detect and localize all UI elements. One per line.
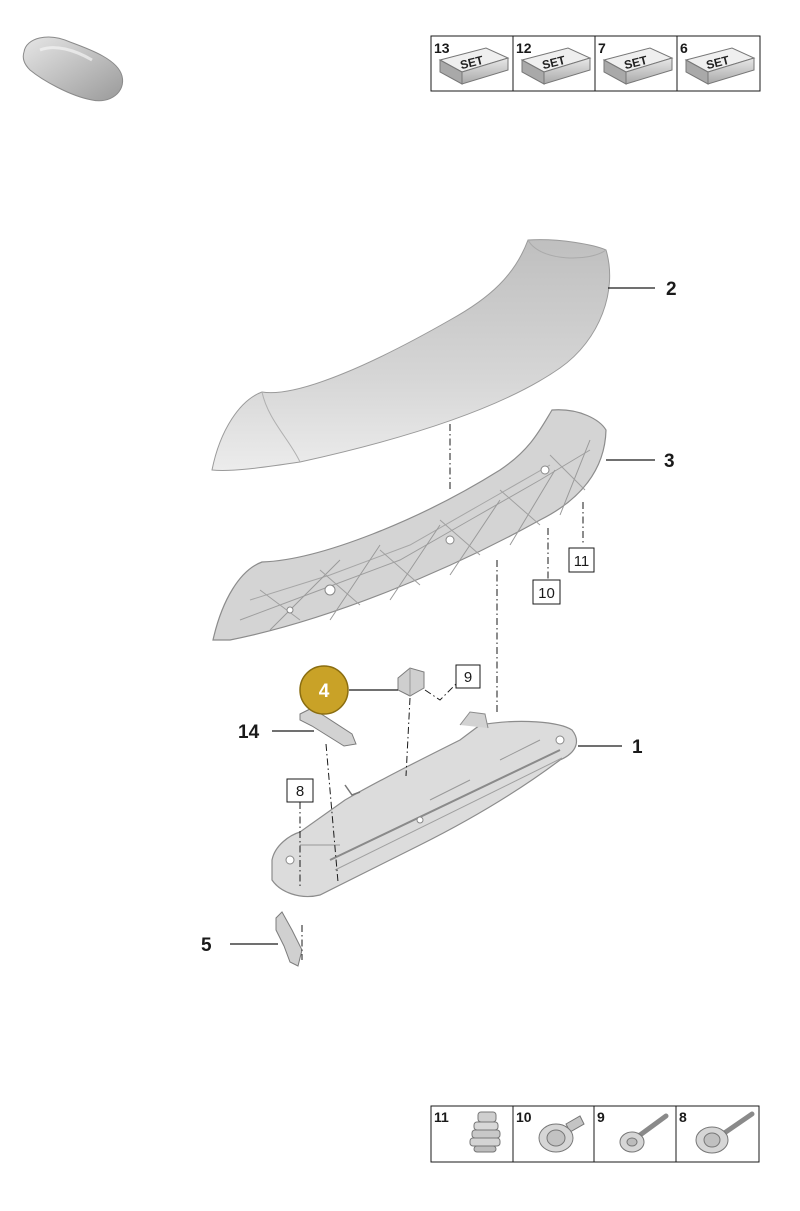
set-item-12[interactable]: 12 SET bbox=[516, 40, 592, 85]
boxed-ref-11[interactable]: 11 bbox=[568, 547, 595, 573]
set-label: SET bbox=[459, 53, 486, 72]
set-item-number: 12 bbox=[516, 40, 532, 56]
assembly-lines bbox=[299, 424, 584, 960]
highlight-marker-icon bbox=[299, 665, 349, 715]
callout-2: 2 bbox=[666, 279, 677, 300]
callout-14: 14 bbox=[238, 722, 260, 743]
leader-lines bbox=[230, 287, 655, 945]
set-label: SET bbox=[541, 53, 568, 72]
set-package-icon: SET bbox=[520, 47, 592, 85]
part-5-hinge-arm[interactable] bbox=[275, 911, 303, 967]
set-item-6[interactable]: 6 SET bbox=[680, 40, 756, 85]
part-1-spoiler-base[interactable] bbox=[271, 711, 578, 898]
boxed-ref-10[interactable]: 10 bbox=[532, 579, 561, 605]
hardware-item-11[interactable]: 11 bbox=[434, 1109, 501, 1153]
set-label: SET bbox=[705, 53, 732, 72]
callout-1: 1 bbox=[632, 737, 643, 758]
boxed-ref-label: 11 bbox=[574, 553, 590, 570]
set-item-number: 7 bbox=[598, 40, 606, 56]
part-3-spoiler-frame[interactable] bbox=[212, 409, 607, 641]
set-panel: 13 SET 12 SET 7 SET bbox=[430, 35, 761, 92]
clip-icon bbox=[469, 1111, 501, 1153]
hardware-item-number: 11 bbox=[434, 1109, 449, 1125]
hardware-item-8[interactable]: 8 bbox=[679, 1109, 755, 1154]
hardware-item-number: 8 bbox=[679, 1109, 687, 1125]
set-package-icon: SET bbox=[602, 47, 674, 85]
set-package-icon: SET bbox=[438, 47, 510, 85]
boxed-ref-9[interactable]: 9 bbox=[455, 664, 481, 689]
washer-bolt-icon bbox=[695, 1111, 755, 1154]
set-label: SET bbox=[623, 53, 650, 72]
callout-3: 3 bbox=[664, 451, 675, 472]
set-item-7[interactable]: 7 SET bbox=[598, 40, 674, 85]
boxed-ref-label: 10 bbox=[538, 585, 555, 602]
callout-4: 4 bbox=[319, 681, 330, 702]
callout-4-highlight[interactable]: 4 bbox=[299, 665, 349, 715]
set-item-13[interactable]: 13 SET bbox=[434, 40, 510, 85]
bolt-icon bbox=[619, 1113, 669, 1153]
hardware-item-9[interactable]: 9 bbox=[597, 1109, 669, 1153]
callout-5: 5 bbox=[201, 935, 212, 956]
set-item-number: 13 bbox=[434, 40, 450, 56]
vehicle-thumbnail-icon bbox=[22, 36, 124, 102]
set-package-icon: SET bbox=[684, 47, 756, 85]
boxed-ref-label: 9 bbox=[464, 669, 472, 686]
set-item-number: 6 bbox=[680, 40, 688, 56]
flange-screw-icon bbox=[538, 1115, 585, 1153]
hardware-item-number: 9 bbox=[597, 1109, 605, 1125]
part-4-connector[interactable] bbox=[397, 667, 425, 697]
hardware-item-10[interactable]: 10 bbox=[516, 1109, 585, 1153]
part-2-spoiler-cover[interactable] bbox=[211, 239, 611, 472]
boxed-ref-8[interactable]: 8 bbox=[286, 778, 314, 803]
boxed-ref-label: 8 bbox=[296, 783, 304, 800]
hardware-panel: 11 10 9 8 bbox=[430, 1105, 760, 1163]
hardware-item-number: 10 bbox=[516, 1109, 532, 1125]
